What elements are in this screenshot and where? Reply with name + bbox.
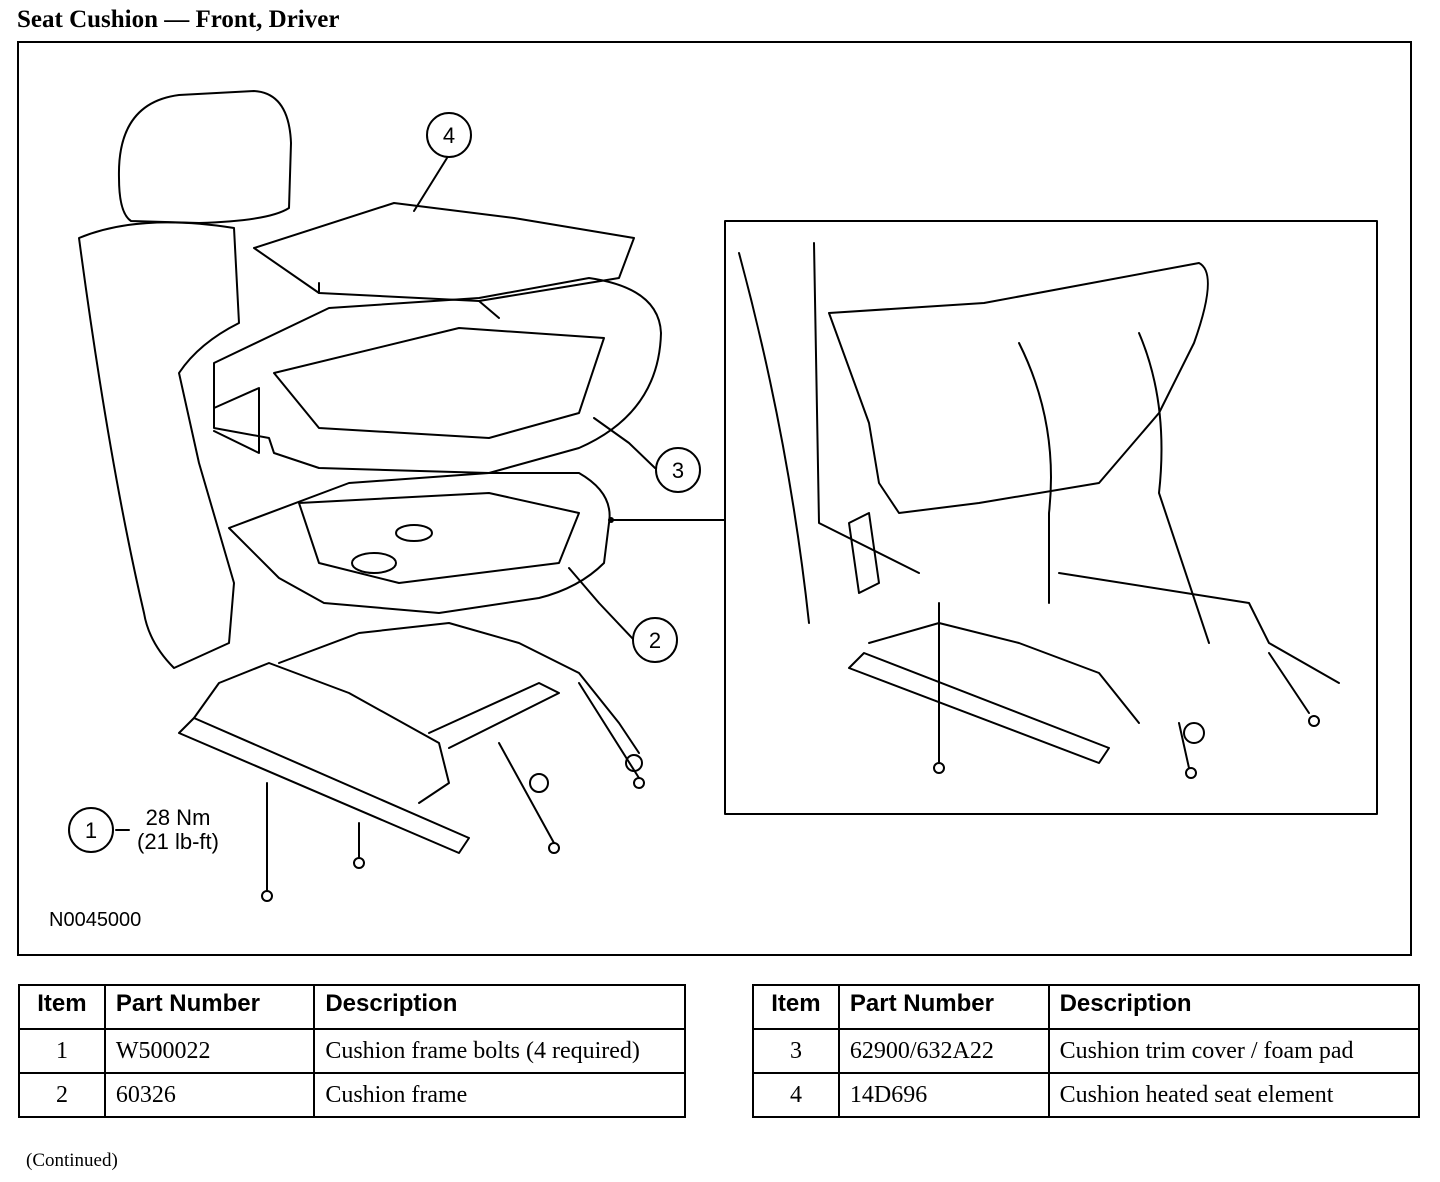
leader-line-3 [593,417,656,469]
header-description: Description [313,984,686,1030]
header-item: Item [752,984,840,1030]
table-row: 1 W500022 Cushion frame bolts (4 require… [18,1028,686,1074]
cell-description: Cushion frame bolts (4 required) [313,1028,686,1074]
torque-spec: 28 Nm (21 lb-ft) [123,806,233,854]
svg-text:4: 4 [443,123,455,148]
header-item: Item [18,984,106,1030]
table-row: 3 62900/632A22 Cushion trim cover / foam… [752,1028,1421,1074]
cell-part-number: 14D696 [837,1072,1050,1118]
torque-imperial: (21 lb-ft) [137,829,219,854]
parts-table-right: Item Part Number Description 3 62900/632… [752,984,1421,1118]
cell-part-number: 60326 [103,1072,316,1118]
exploded-view-figure: 4 3 2 1 28 Nm (21 lb-ft) N0045000 [17,41,1412,956]
table-row: 2 60326 Cushion frame [18,1072,686,1118]
callout-4: 4 [426,112,472,158]
continued-note: (Continued) [26,1150,118,1171]
trim-cover-drawing [213,277,662,474]
header-part-number: Part Number [103,984,316,1030]
seat-back-drawing [78,221,240,669]
cell-item: 4 [752,1072,840,1118]
figure-code: N0045000 [49,909,142,931]
svg-text:2: 2 [649,628,661,653]
cell-description: Cushion heated seat element [1047,1072,1421,1118]
seat-track-drawing [178,717,470,854]
seat-exploded-illustration: 4 3 2 1 [68,90,1378,902]
header-part-number: Part Number [837,984,1050,1030]
table-row: 4 14D696 Cushion heated seat element [752,1072,1421,1118]
svg-text:1: 1 [85,818,97,843]
detail-inset-frame [724,220,1378,815]
cell-item: 3 [752,1028,840,1074]
cell-part-number: 62900/632A22 [837,1028,1050,1074]
cushion-frame-drawing [228,472,611,614]
leader-line-2 [568,567,634,640]
cell-part-number: W500022 [103,1028,316,1074]
detail-track-drawing [848,652,1110,764]
page-title: Seat Cushion — Front, Driver [17,6,340,33]
callout-2: 2 [632,617,678,663]
torque-metric: 28 Nm [145,805,211,830]
header-description: Description [1047,984,1421,1030]
cell-item: 1 [18,1028,106,1074]
svg-text:3: 3 [672,458,684,483]
table-header-row: Item Part Number Description [18,984,686,1030]
parts-table-left: Item Part Number Description 1 W500022 C… [18,984,686,1118]
headrest-drawing [117,90,292,224]
table-header-row: Item Part Number Description [752,984,1421,1030]
callout-1: 1 [68,807,114,853]
cell-description: Cushion frame [313,1072,686,1118]
heated-element-drawing [253,202,635,302]
cell-item: 2 [18,1072,106,1118]
leader-line-4 [413,157,448,212]
cell-description: Cushion trim cover / foam pad [1047,1028,1421,1074]
callout-3: 3 [655,447,701,493]
